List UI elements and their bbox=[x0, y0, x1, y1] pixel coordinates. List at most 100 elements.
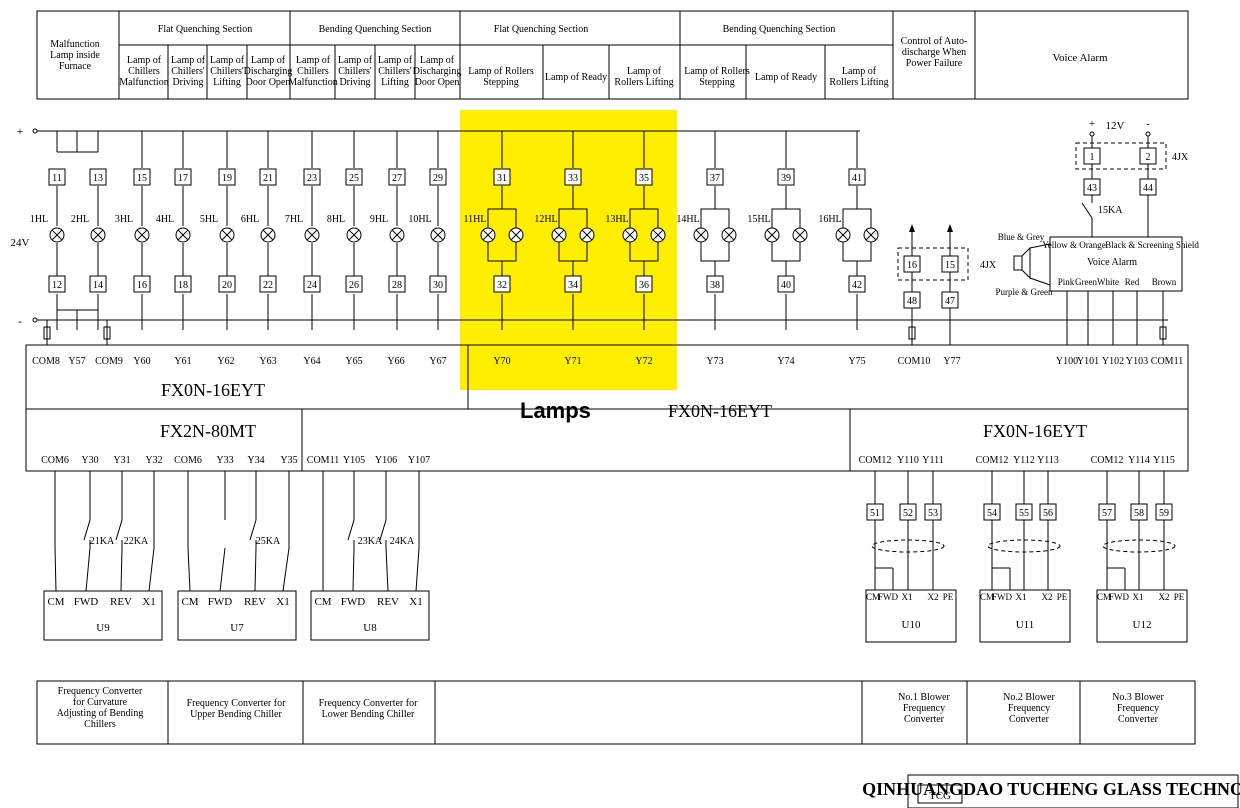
header-malfunction: Furnace bbox=[59, 61, 92, 72]
terminal-top-label: 41 bbox=[852, 173, 862, 184]
fx0n-output-label: Y115 bbox=[1153, 455, 1175, 466]
fx2n-output-label: Y107 bbox=[408, 455, 430, 466]
lamp-name: 12HL bbox=[534, 214, 557, 225]
inverter-pin: FWD bbox=[878, 592, 899, 602]
inverter-pin: FWD bbox=[208, 596, 233, 608]
header-sub: Malfunction bbox=[119, 77, 168, 88]
voice-supply: 12V bbox=[1106, 120, 1125, 132]
terminal-bottom-label: 40 bbox=[781, 280, 791, 291]
footer-caption: Frequency Converter bbox=[58, 686, 143, 697]
terminal-top bbox=[493, 168, 511, 186]
voice-terminal-label: 1 bbox=[1090, 152, 1095, 163]
header-sub: Lamp of Ready bbox=[755, 72, 817, 83]
footer-caption: Frequency Converter for bbox=[187, 698, 287, 709]
relay-label: 21KA bbox=[90, 536, 115, 547]
inverter-pin: FWD bbox=[341, 596, 366, 608]
header-sub: Chillers' bbox=[378, 66, 412, 77]
header-sub: Rollers Lifting bbox=[829, 77, 888, 88]
lamp-name: 8HL bbox=[327, 214, 345, 225]
lamp-cross bbox=[553, 229, 565, 241]
terminal-bottom-label: 16 bbox=[137, 280, 147, 291]
terminal-top-label: 25 bbox=[349, 173, 359, 184]
wire bbox=[187, 547, 191, 592]
lamp-name: 7HL bbox=[285, 214, 303, 225]
relay-contact bbox=[249, 519, 257, 541]
lamp-cross bbox=[482, 229, 494, 241]
inverter-name: U12 bbox=[1133, 619, 1152, 631]
terminal-top bbox=[303, 168, 321, 186]
footer-caption: Converter bbox=[1009, 714, 1050, 725]
fx2n-output-label: Y33 bbox=[216, 455, 233, 466]
header-sub: Chillers' bbox=[338, 66, 372, 77]
header-autodischarge: discharge When bbox=[902, 47, 966, 58]
terminal-bottom-label: 32 bbox=[497, 280, 507, 291]
header-sub: Chillers' bbox=[171, 66, 205, 77]
wire bbox=[352, 547, 355, 592]
plc-output-label: Y61 bbox=[174, 356, 191, 367]
fx0n-output-label: Y112 bbox=[1013, 455, 1035, 466]
company-name: QINHUANGDAO TUCHENG GLASS TECHNOLOGY CO bbox=[862, 779, 1240, 799]
plc-output-label: Y103 bbox=[1126, 356, 1148, 367]
fx2n-output-label: Y35 bbox=[280, 455, 297, 466]
terminal-bottom bbox=[133, 275, 151, 293]
inverter-terminal-label: 51 bbox=[870, 508, 880, 519]
lamp-cross bbox=[794, 229, 806, 241]
header-malfunction: Lamp inside bbox=[50, 50, 100, 61]
lamp-name: 4HL bbox=[156, 214, 174, 225]
module-name-fx0n: FX0N-16EYT bbox=[983, 421, 1087, 441]
relay-label: 25KA bbox=[256, 536, 281, 547]
rail-node bbox=[1089, 131, 1095, 137]
inverter-U11 bbox=[979, 589, 1071, 643]
inverter-name: U11 bbox=[1016, 619, 1035, 631]
terminal-bottom bbox=[174, 275, 192, 293]
inverter-pin: PE bbox=[943, 592, 954, 602]
terminal-bottom-label: 24 bbox=[307, 280, 317, 291]
inverter-U9 bbox=[43, 590, 163, 641]
rail-node bbox=[32, 317, 38, 323]
wire bbox=[385, 547, 389, 592]
fx2n-output-label: Y34 bbox=[247, 455, 264, 466]
voice-wire-label: Black & Screening Shield bbox=[1105, 240, 1199, 250]
lamp-cross bbox=[262, 229, 274, 241]
footer-caption: No.2 Blower bbox=[1003, 692, 1055, 703]
inverter-pin: CM bbox=[866, 592, 880, 602]
fx0n-output-label: Y113 bbox=[1037, 455, 1059, 466]
header-sub: Lamp of bbox=[842, 66, 877, 77]
footer-caption: for Curvature bbox=[73, 697, 128, 708]
ad-terminal-lower-label: 48 bbox=[907, 296, 917, 307]
terminal-bottom-label: 20 bbox=[222, 280, 232, 291]
voice-wire-label: Pink bbox=[1058, 277, 1075, 287]
terminal-bottom bbox=[388, 275, 406, 293]
ad-terminal-label: 15 bbox=[945, 260, 955, 271]
footer-caption: Frequency bbox=[1008, 703, 1050, 714]
terminal-bottom bbox=[706, 275, 724, 293]
relay-label: 22KA bbox=[124, 536, 149, 547]
inverter-terminal-label: 54 bbox=[987, 508, 997, 519]
inverter-pin: X1 bbox=[409, 596, 422, 608]
terminal-bottom bbox=[777, 275, 795, 293]
lamp-cross bbox=[221, 229, 233, 241]
header-sub: Discharging bbox=[244, 66, 293, 77]
lamp-cross bbox=[306, 229, 318, 241]
voice-wire-label: Green bbox=[1075, 277, 1097, 287]
speaker-icon bbox=[1021, 246, 1031, 280]
header-sub: Chillers bbox=[297, 66, 329, 77]
fx0n-output-label: COM12 bbox=[859, 455, 892, 466]
terminal-top bbox=[848, 168, 866, 186]
fx2n-output-label: COM11 bbox=[307, 455, 339, 466]
header-sub: Driving bbox=[172, 77, 203, 88]
header-sub: Lamp of Rollers bbox=[468, 66, 534, 77]
voice-plus: + bbox=[1089, 118, 1095, 130]
terminal-top bbox=[48, 168, 66, 186]
terminal-top-label: 35 bbox=[639, 173, 649, 184]
plc-output-label: Y66 bbox=[387, 356, 404, 367]
lamp-cross bbox=[766, 229, 778, 241]
fx2n-output-label: COM6 bbox=[41, 455, 69, 466]
lamp-cross bbox=[51, 229, 63, 241]
terminal-top-label: 11 bbox=[52, 173, 62, 184]
terminal-top bbox=[777, 168, 795, 186]
inverter-terminal-label: 52 bbox=[903, 508, 913, 519]
header-sub: Lamp of bbox=[420, 55, 455, 66]
wire bbox=[219, 547, 226, 592]
header-section: Flat Quenching Section bbox=[158, 24, 252, 35]
